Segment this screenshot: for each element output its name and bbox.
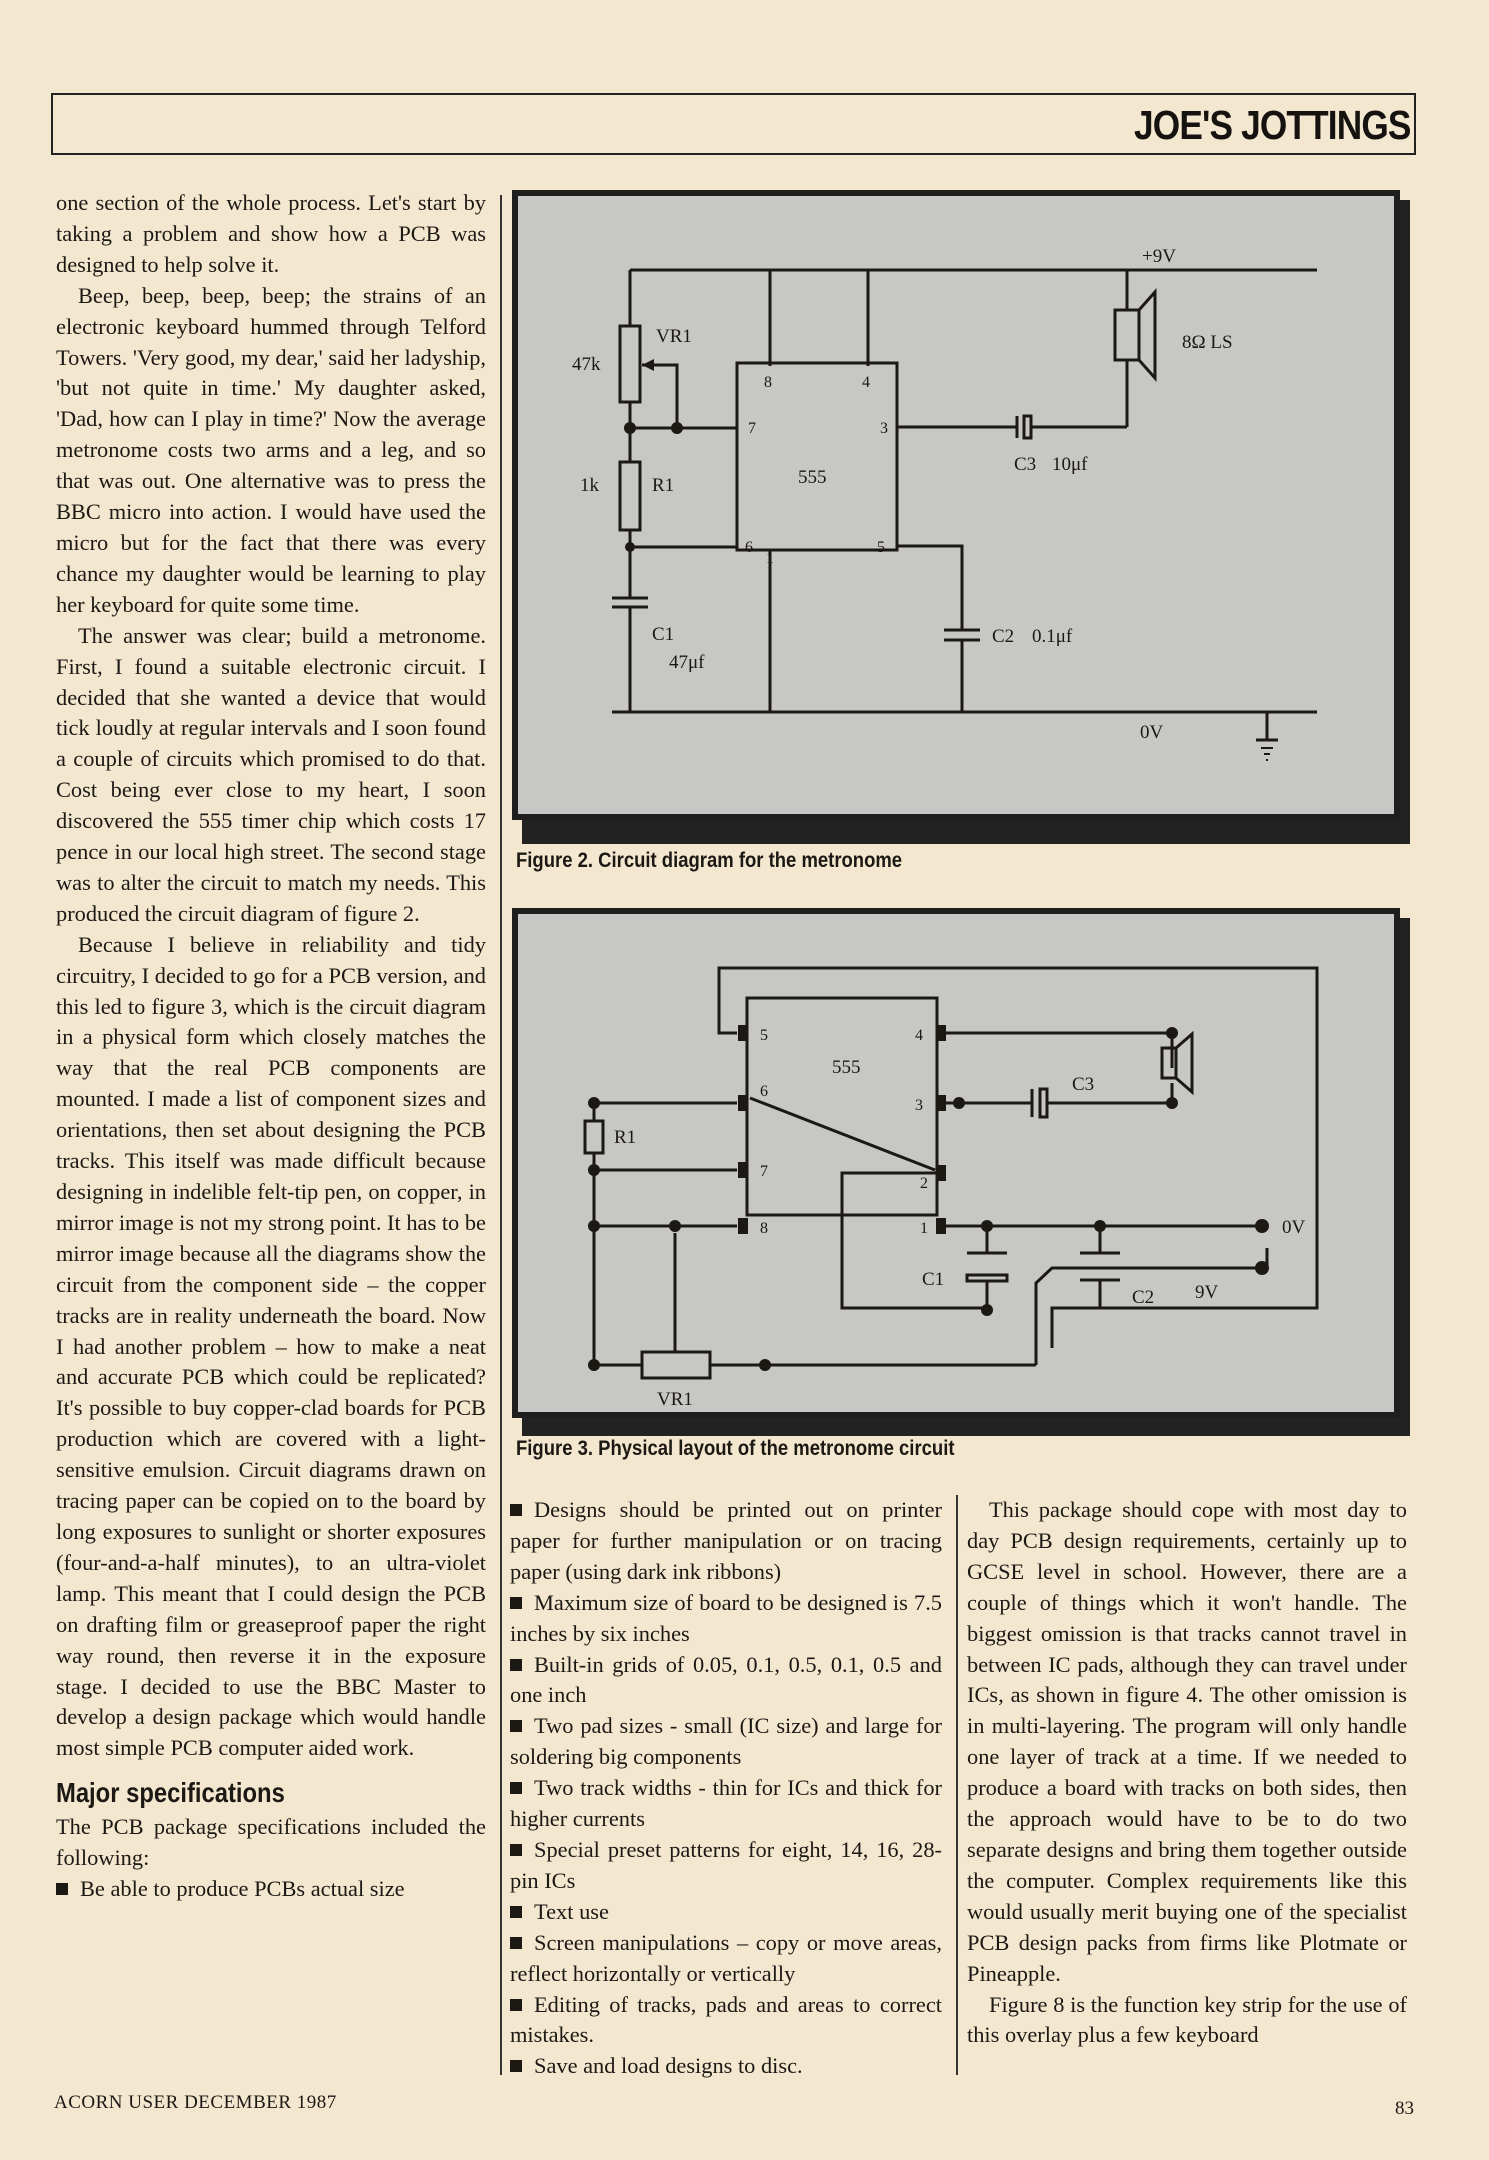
paragraph: Because I believe in reliability and tid…	[56, 931, 486, 1761]
bullet-item: Special preset patterns for eight, 14, 1…	[510, 1835, 942, 1897]
label-c3-value: 10μf	[1052, 454, 1088, 475]
bullet-item: Text use	[510, 1897, 942, 1928]
bullet-text: Editing of tracks, pads and areas to cor…	[510, 1991, 942, 2048]
pin-label: 8	[760, 1220, 768, 1237]
label-speaker: 8Ω LS	[1182, 332, 1233, 353]
label-vr1-value: 47k	[572, 354, 601, 375]
bullet-square-icon	[510, 1720, 522, 1733]
label-c2: C2	[992, 626, 1014, 647]
figure-2: +9V 8Ω LS VR1 47k 1k R1 C1 47μf C2 0.1μf…	[512, 190, 1414, 846]
circuit-diagram: +9V 8Ω LS VR1 47k 1k R1 C1 47μf C2 0.1μf…	[512, 190, 1410, 844]
label-r1: R1	[614, 1127, 636, 1148]
label-ground: 0V	[1140, 722, 1164, 743]
bullet-square-icon	[510, 1905, 522, 1918]
bullet-square-icon	[510, 1936, 522, 1949]
label-c2: C2	[1132, 1287, 1154, 1308]
label-vr1: VR1	[656, 326, 692, 347]
bullet-text: Text use	[534, 1898, 609, 1924]
paragraph: Beep, beep, beep, beep; the strains of a…	[56, 282, 486, 617]
bullet-square-icon	[56, 1883, 68, 1896]
label-c3: C3	[1014, 454, 1036, 475]
pin-label: 1	[766, 550, 774, 567]
bullet-square-icon	[510, 1782, 522, 1795]
bullet-square-icon	[510, 1504, 522, 1516]
header-underline	[51, 153, 1416, 155]
header-left-rule	[51, 93, 53, 153]
paragraph: The answer was clear; build a metronome.…	[56, 622, 486, 926]
bullet-item: Save and load designs to disc.	[510, 2051, 942, 2082]
bullet-item: Maximum size of board to be designed is …	[510, 1588, 942, 1650]
pin-label: 6	[745, 539, 753, 556]
pin-label: 7	[760, 1163, 768, 1180]
pin-label: 2	[920, 1175, 928, 1192]
label-supply: 9V	[1195, 1282, 1219, 1303]
page-number: 83	[1395, 2098, 1414, 2119]
pin-label: 3	[880, 420, 888, 437]
label-ground: 0V	[1282, 1217, 1306, 1238]
label-vr1: VR1	[657, 1389, 693, 1410]
figure-2-caption: Figure 2. Circuit diagram for the metron…	[516, 849, 903, 872]
column-2: Designs should be printed out on printer…	[510, 1495, 942, 2082]
paragraph: This package should cope with most day t…	[967, 1497, 1407, 1986]
bullet-item: Built-in grids of 0.05, 0.1, 0.5, 0.1, 0…	[510, 1650, 942, 1712]
pin-label: 5	[877, 539, 885, 556]
bullet-text: Built-in grids of 0.05, 0.1, 0.5, 0.1, 0…	[510, 1651, 942, 1708]
figure-3: 555 R1 C1 C2 C3 VR1 0V 9V 5 4 6 3 7 2 8 …	[512, 908, 1414, 1436]
column-3: This package should cope with most day t…	[967, 1495, 1407, 2051]
physical-layout-diagram: 555 R1 C1 C2 C3 VR1 0V 9V 5 4 6 3 7 2 8 …	[512, 908, 1410, 1436]
column-rule-1	[500, 195, 502, 2075]
bullet-square-icon	[510, 1843, 522, 1856]
bullet-item: Editing of tracks, pads and areas to cor…	[510, 1990, 942, 2052]
pin-label: 7	[748, 420, 756, 437]
label-c1: C1	[922, 1269, 944, 1290]
label-c2-value: 0.1μf	[1032, 626, 1073, 647]
header-right-rule	[1414, 93, 1416, 153]
bullet-item: Be able to produce PCBs actual size	[56, 1874, 486, 1905]
label-r1-value: 1k	[580, 475, 600, 496]
bullet-text: Screen manipulations – copy or move area…	[510, 1929, 942, 1986]
pin-label: 8	[764, 374, 772, 391]
column-1: one section of the whole process. Let's …	[56, 188, 486, 1905]
bullet-item: Screen manipulations – copy or move area…	[510, 1928, 942, 1990]
bullet-item: Two pad sizes - small (IC size) and larg…	[510, 1711, 942, 1773]
bullet-text: Special preset patterns for eight, 14, 1…	[510, 1836, 942, 1893]
pin-label: 4	[862, 374, 870, 391]
bullet-item: Designs should be printed out on printer…	[510, 1495, 942, 1588]
top-rule	[51, 93, 1416, 95]
footer-publication: ACORN USER DECEMBER 1987	[54, 2092, 337, 2113]
label-chip: 555	[832, 1057, 861, 1078]
bullet-text: Be able to produce PCBs actual size	[80, 1876, 405, 1902]
label-r1: R1	[652, 475, 674, 496]
bullet-square-icon	[510, 1998, 522, 2011]
bullet-text: Save and load designs to disc.	[534, 2053, 803, 2079]
pin-label: 4	[915, 1027, 923, 1044]
column-rule-2	[956, 1495, 958, 2075]
bullet-text: Designs should be printed out on printer…	[510, 1497, 942, 1584]
label-chip: 555	[798, 467, 827, 488]
bullet-square-icon	[510, 1658, 522, 1671]
paragraph: The PCB package specifications included …	[56, 1814, 486, 1871]
pin-label: 3	[915, 1097, 923, 1114]
pin-label: 1	[920, 1220, 928, 1237]
pin-label: 6	[760, 1083, 768, 1100]
bullet-square-icon	[510, 2060, 522, 2073]
bullet-text: Two pad sizes - small (IC size) and larg…	[510, 1713, 942, 1770]
paragraph: Figure 8 is the function key strip for t…	[967, 1991, 1407, 2048]
bullet-item: Two track widths - thin for ICs and thic…	[510, 1773, 942, 1835]
bullet-text: Two track widths - thin for ICs and thic…	[510, 1775, 942, 1832]
label-supply: +9V	[1142, 246, 1176, 267]
bullet-text: Maximum size of board to be designed is …	[510, 1589, 942, 1646]
bullet-square-icon	[510, 1596, 522, 1609]
label-c3: C3	[1072, 1074, 1094, 1095]
pin-label: 5	[760, 1027, 768, 1044]
figure-3-caption: Figure 3. Physical layout of the metrono…	[516, 1437, 955, 1460]
paragraph: one section of the whole process. Let's …	[56, 190, 486, 277]
label-c1: C1	[652, 624, 674, 645]
section-title: JOE'S JOTTINGS	[1134, 102, 1411, 148]
subheading: Major specifications	[56, 1777, 285, 1809]
label-c1-value: 47μf	[669, 652, 705, 673]
